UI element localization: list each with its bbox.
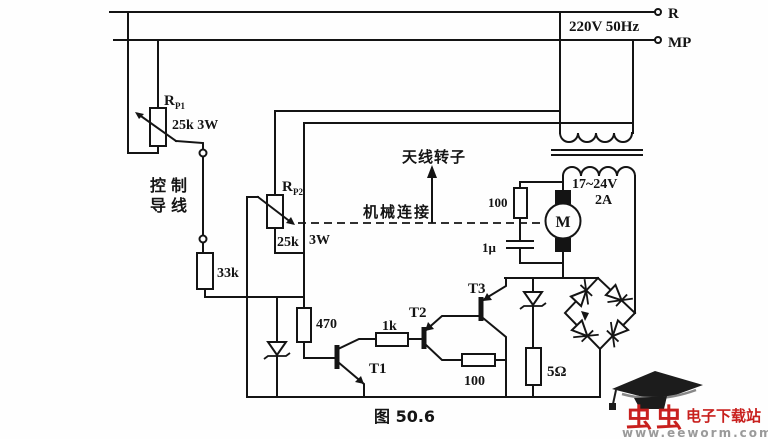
resistor-5ohm-label: 5Ω — [547, 364, 567, 380]
t1-label: T1 — [369, 361, 387, 377]
rp2-ref-label: R — [282, 179, 293, 195]
zener-diode-right — [519, 291, 547, 310]
terminal-r-dot — [654, 8, 662, 16]
antenna-arrow: 天线转子 — [402, 148, 466, 223]
rp2-potentiometer: R P2 25k 3W — [256, 179, 330, 250]
transistor-t1: T1 — [334, 345, 387, 384]
t2-arrow — [425, 322, 434, 331]
motor-brush-bottom — [555, 238, 571, 252]
resistor-100-snubber-label: 100 — [488, 195, 508, 210]
graduation-cap-icon — [612, 371, 703, 401]
antenna-arrowhead — [427, 165, 437, 178]
rp2-value-label: 25k — [277, 235, 299, 250]
capacitor-1uf-label: 1μ — [482, 240, 497, 255]
watermark: 虫虫 电子下载站 www.eeworm.com — [609, 371, 768, 439]
transistor-t2: T2 — [409, 305, 434, 349]
rp2-ref-sub: P2 — [293, 187, 303, 197]
bridge-rectifier — [563, 276, 637, 351]
mechanical-link-label: 机械连接 — [363, 203, 431, 221]
rp2-wattage-label: 3W — [309, 233, 330, 248]
mechanical-link-line: 机械连接 — [298, 203, 547, 224]
resistor-100-snubber: 100 — [488, 187, 528, 219]
t1-emitter-arrow — [355, 376, 364, 384]
transformer-voltage-label: 17~24V — [572, 177, 617, 192]
zener-diode-left — [263, 341, 291, 360]
rp1-value-label: 25k 3W — [172, 118, 218, 133]
resistor-100-base-label: 100 — [464, 374, 485, 389]
transistor-t3: T3 — [468, 281, 492, 321]
watermark-url: www.eeworm.com — [622, 426, 768, 439]
resistor-33k-label: 33k — [217, 266, 239, 281]
bridge-gate-mark — [581, 311, 589, 321]
antenna-rotor-label: 天线转子 — [402, 148, 466, 166]
mains-terminals: R MP 220V 50Hz — [569, 6, 691, 51]
rp1-ref-label: R — [164, 93, 175, 109]
resistor-1k-label: 1k — [382, 319, 397, 334]
t3-label: T3 — [468, 281, 486, 297]
motor-label: M — [555, 214, 570, 231]
motor-brush-top — [555, 190, 571, 204]
resistor-33k: 33k — [196, 252, 239, 290]
rp2-wiper-arrow — [286, 217, 295, 225]
motor: M — [544, 190, 582, 252]
mains-voltage-label: 220V 50Hz — [569, 19, 639, 35]
terminal-mp-dot — [654, 36, 662, 44]
rp1-potentiometer: R P1 25k 3W — [135, 93, 218, 147]
control-wire-label-2: 导线 — [150, 196, 192, 215]
rp1-ref-sub: P1 — [175, 101, 185, 111]
watermark-brand: 虫虫 — [626, 404, 686, 434]
capacitor-1uf: 1μ — [482, 240, 534, 255]
rp1-wiper-arrow — [135, 112, 144, 119]
t3-arrow — [483, 293, 492, 301]
figure-caption: 图 50.6 — [374, 407, 435, 426]
t2-label: T2 — [409, 305, 427, 321]
watermark-site: 电子下载站 — [686, 407, 761, 425]
resistor-5ohm: 5Ω — [525, 347, 567, 386]
resistor-470-label: 470 — [316, 317, 337, 332]
resistor-1k: 1k — [375, 319, 409, 347]
resistor-100-base: 100 — [461, 353, 496, 389]
transformer: 17~24V 2A — [551, 131, 643, 208]
terminal-r-label: R — [668, 6, 679, 22]
resistor-470: 470 — [296, 307, 337, 343]
transformer-current-label: 2A — [595, 193, 613, 208]
control-wire-label-1: 控制 — [150, 176, 192, 195]
circuit-wires — [109, 11, 656, 398]
control-wire-terminals: 控制 导线 — [150, 148, 208, 244]
terminal-mp-label: MP — [668, 35, 691, 51]
